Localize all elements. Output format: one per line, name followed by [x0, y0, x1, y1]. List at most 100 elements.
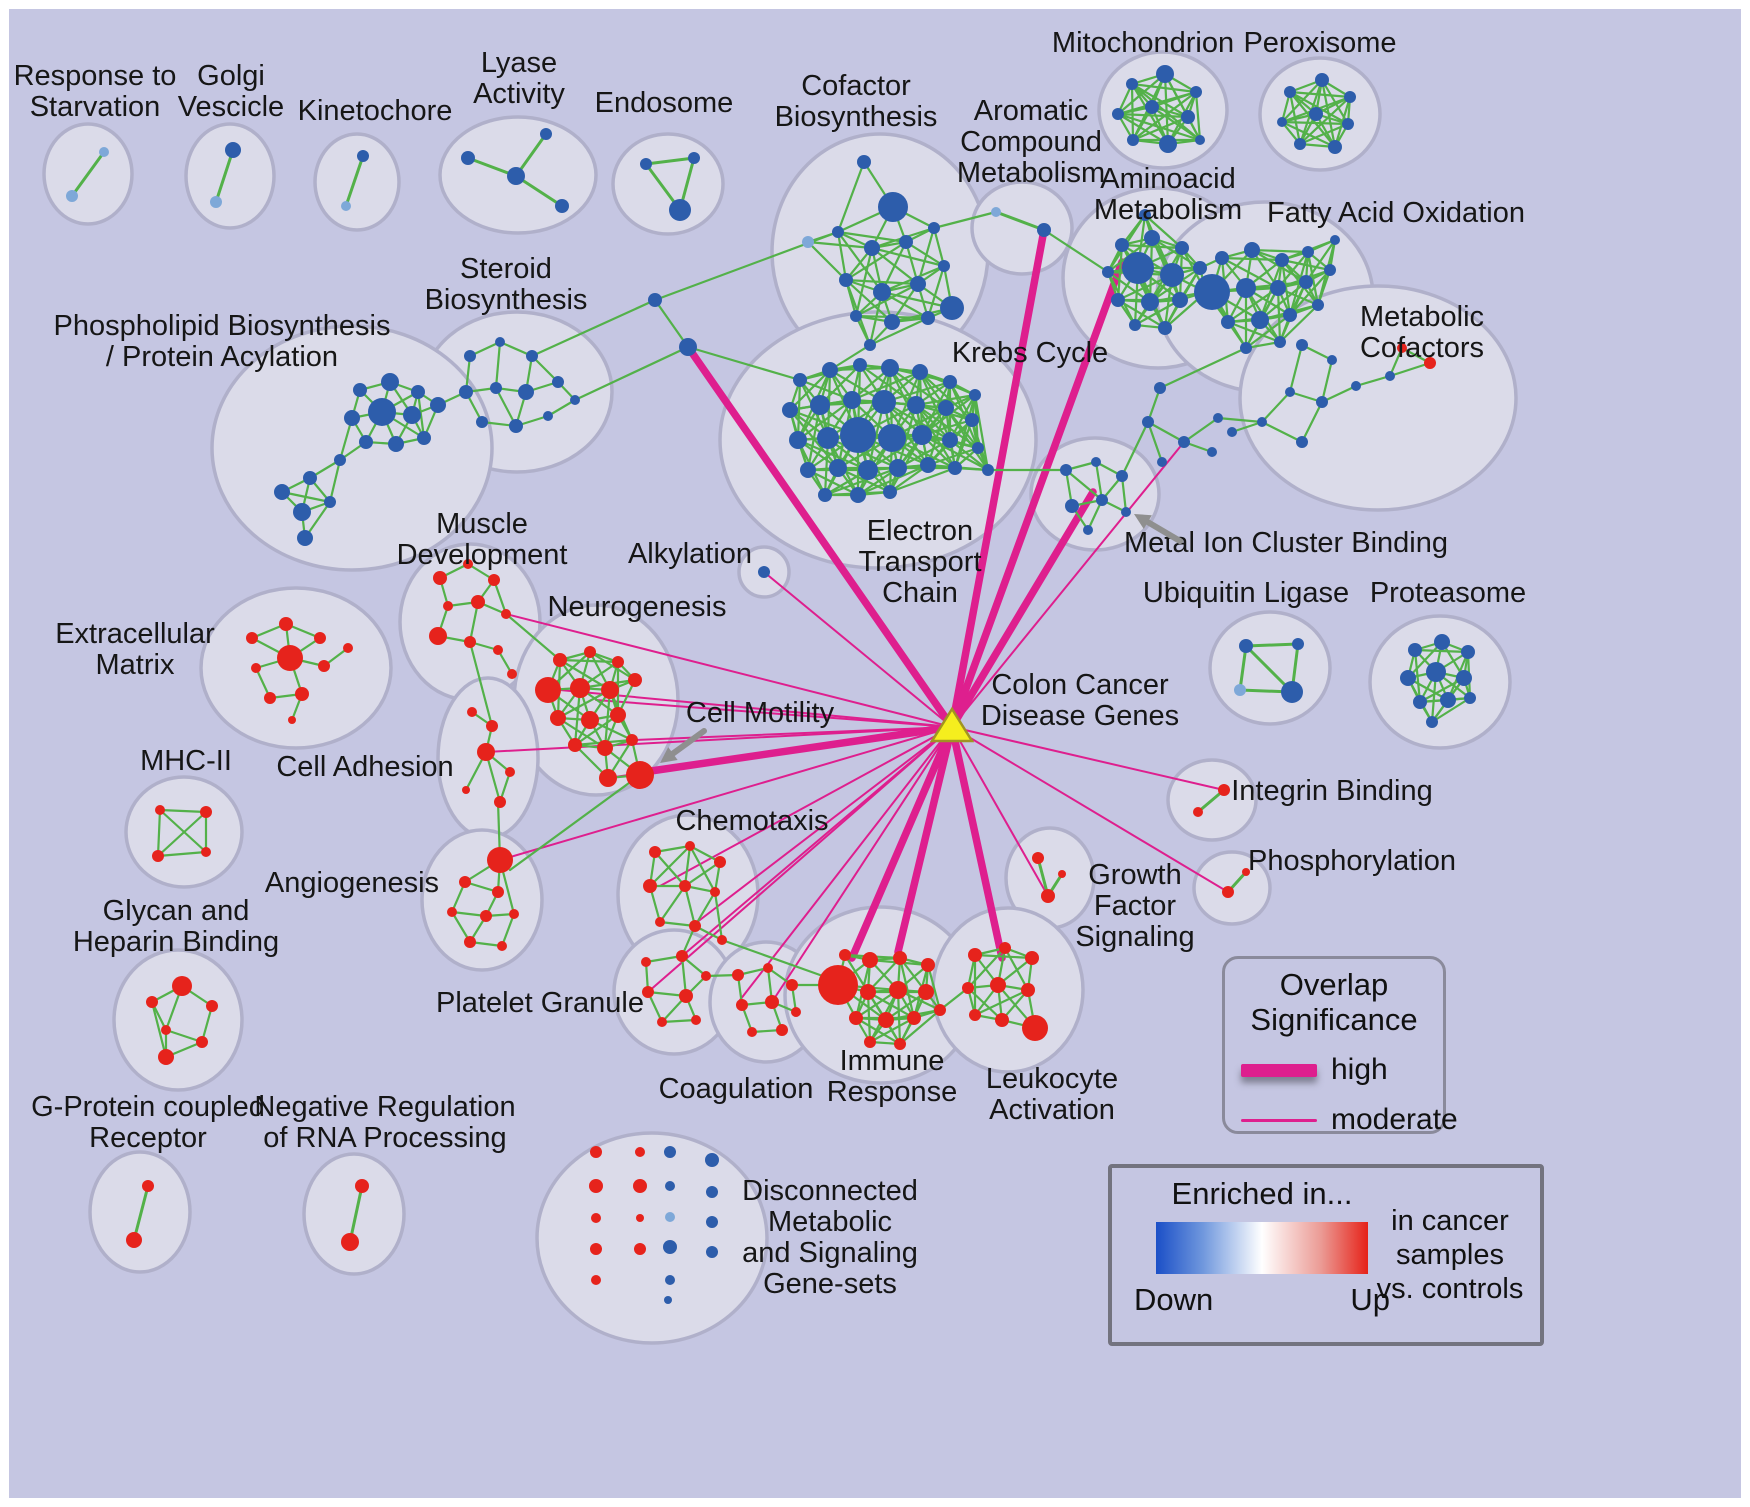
gene-set-node[interactable] — [1296, 339, 1308, 351]
gene-set-node[interactable] — [706, 1246, 718, 1258]
gene-set-node[interactable] — [1172, 292, 1188, 308]
gene-set-node[interactable] — [1175, 241, 1189, 255]
gene-set-node[interactable] — [1400, 670, 1416, 686]
gene-set-node[interactable] — [1434, 634, 1450, 650]
gene-set-node[interactable] — [710, 887, 720, 897]
gene-set-node[interactable] — [850, 310, 862, 322]
gene-set-node[interactable] — [1126, 78, 1138, 90]
gene-set-node[interactable] — [495, 337, 505, 347]
gene-set-node[interactable] — [706, 1216, 718, 1228]
gene-set-node[interactable] — [655, 917, 665, 927]
gene-set-node[interactable] — [634, 1243, 646, 1255]
gene-set-node[interactable] — [706, 1186, 718, 1198]
gene-set-node[interactable] — [626, 734, 638, 746]
gene-set-node[interactable] — [1251, 311, 1269, 329]
gene-set-node[interactable] — [570, 678, 590, 698]
gene-set-node[interactable] — [1227, 427, 1237, 437]
gene-set-node[interactable] — [1102, 266, 1114, 278]
gene-set-node[interactable] — [490, 382, 502, 394]
gene-set-node[interactable] — [793, 373, 807, 387]
gene-set-node[interactable] — [552, 376, 564, 388]
gene-set-node[interactable] — [1041, 889, 1055, 903]
gene-set-node[interactable] — [1408, 643, 1422, 657]
gene-set-node[interactable] — [893, 951, 907, 965]
gene-set-node[interactable] — [1111, 293, 1125, 307]
gene-set-node[interactable] — [1154, 382, 1166, 394]
gene-set-node[interactable] — [497, 941, 507, 951]
gene-set-node[interactable] — [599, 769, 617, 787]
gene-set-node[interactable] — [493, 645, 503, 655]
gene-set-node[interactable] — [665, 1212, 675, 1222]
gene-set-node[interactable] — [1213, 413, 1223, 423]
gene-set-node[interactable] — [665, 1275, 675, 1285]
gene-set-node[interactable] — [839, 273, 853, 287]
gene-set-node[interactable] — [972, 442, 984, 454]
gene-set-node[interactable] — [318, 660, 330, 672]
gene-set-node[interactable] — [910, 276, 926, 292]
gene-set-node[interactable] — [1157, 457, 1167, 467]
gene-set-node[interactable] — [864, 339, 876, 351]
gene-set-node[interactable] — [1142, 416, 1154, 428]
gene-set-node[interactable] — [894, 1038, 906, 1050]
gene-set-node[interactable] — [288, 716, 296, 724]
gene-set-node[interactable] — [1145, 100, 1159, 114]
gene-set-node[interactable] — [1022, 1015, 1048, 1041]
gene-set-node[interactable] — [126, 1232, 142, 1248]
gene-set-node[interactable] — [1275, 253, 1289, 267]
gene-set-node[interactable] — [688, 152, 700, 164]
gene-set-node[interactable] — [918, 984, 934, 1000]
gene-set-node[interactable] — [1330, 235, 1340, 245]
gene-set-node[interactable] — [1021, 983, 1035, 997]
gene-set-node[interactable] — [152, 850, 164, 862]
gene-set-node[interactable] — [1116, 470, 1128, 482]
gene-set-node[interactable] — [589, 1179, 603, 1193]
gene-set-node[interactable] — [1222, 886, 1234, 898]
gene-set-node[interactable] — [1426, 716, 1438, 728]
gene-set-node[interactable] — [1239, 639, 1253, 653]
gene-set-node[interactable] — [858, 460, 878, 480]
gene-set-node[interactable] — [1083, 525, 1093, 535]
gene-set-node[interactable] — [570, 395, 580, 405]
gene-set-node[interactable] — [857, 155, 871, 169]
gene-set-node[interactable] — [641, 957, 651, 967]
gene-set-node[interactable] — [206, 1000, 218, 1012]
gene-set-node[interactable] — [1426, 662, 1446, 682]
gene-set-node[interactable] — [1144, 230, 1160, 246]
gene-set-node[interactable] — [717, 935, 727, 945]
gene-set-node[interactable] — [1296, 436, 1308, 448]
gene-set-node[interactable] — [459, 385, 473, 399]
gene-set-node[interactable] — [664, 1146, 676, 1158]
gene-set-node[interactable] — [663, 1240, 677, 1254]
gene-set-node[interactable] — [1127, 134, 1139, 146]
gene-set-node[interactable] — [648, 293, 662, 307]
gene-set-node[interactable] — [403, 406, 421, 424]
gene-set-node[interactable] — [417, 431, 431, 445]
gene-set-node[interactable] — [832, 226, 844, 238]
gene-set-node[interactable] — [324, 496, 336, 508]
gene-set-node[interactable] — [940, 296, 964, 320]
gene-set-node[interactable] — [907, 396, 925, 414]
gene-set-node[interactable] — [669, 199, 691, 221]
gene-set-node[interactable] — [591, 1213, 601, 1223]
gene-set-node[interactable] — [459, 876, 471, 888]
gene-set-node[interactable] — [368, 398, 396, 426]
gene-set-node[interactable] — [679, 989, 693, 1003]
gene-set-node[interactable] — [1283, 308, 1297, 322]
gene-set-node[interactable] — [277, 645, 303, 671]
gene-set-node[interactable] — [1385, 371, 1395, 381]
gene-set-node[interactable] — [1315, 73, 1329, 87]
gene-set-node[interactable] — [962, 982, 974, 994]
gene-set-node[interactable] — [899, 235, 913, 249]
gene-set-node[interactable] — [1257, 417, 1267, 427]
gene-set-node[interactable] — [161, 1025, 171, 1035]
gene-set-node[interactable] — [860, 984, 876, 1000]
gene-set-node[interactable] — [1285, 387, 1295, 397]
gene-set-node[interactable] — [381, 373, 399, 391]
gene-set-node[interactable] — [1440, 692, 1456, 708]
gene-set-node[interactable] — [1221, 315, 1235, 329]
gene-set-node[interactable] — [676, 950, 688, 962]
gene-set-node[interactable] — [921, 958, 935, 972]
gene-set-node[interactable] — [463, 559, 473, 569]
gene-set-node[interactable] — [476, 416, 488, 428]
gene-set-node[interactable] — [155, 805, 165, 815]
